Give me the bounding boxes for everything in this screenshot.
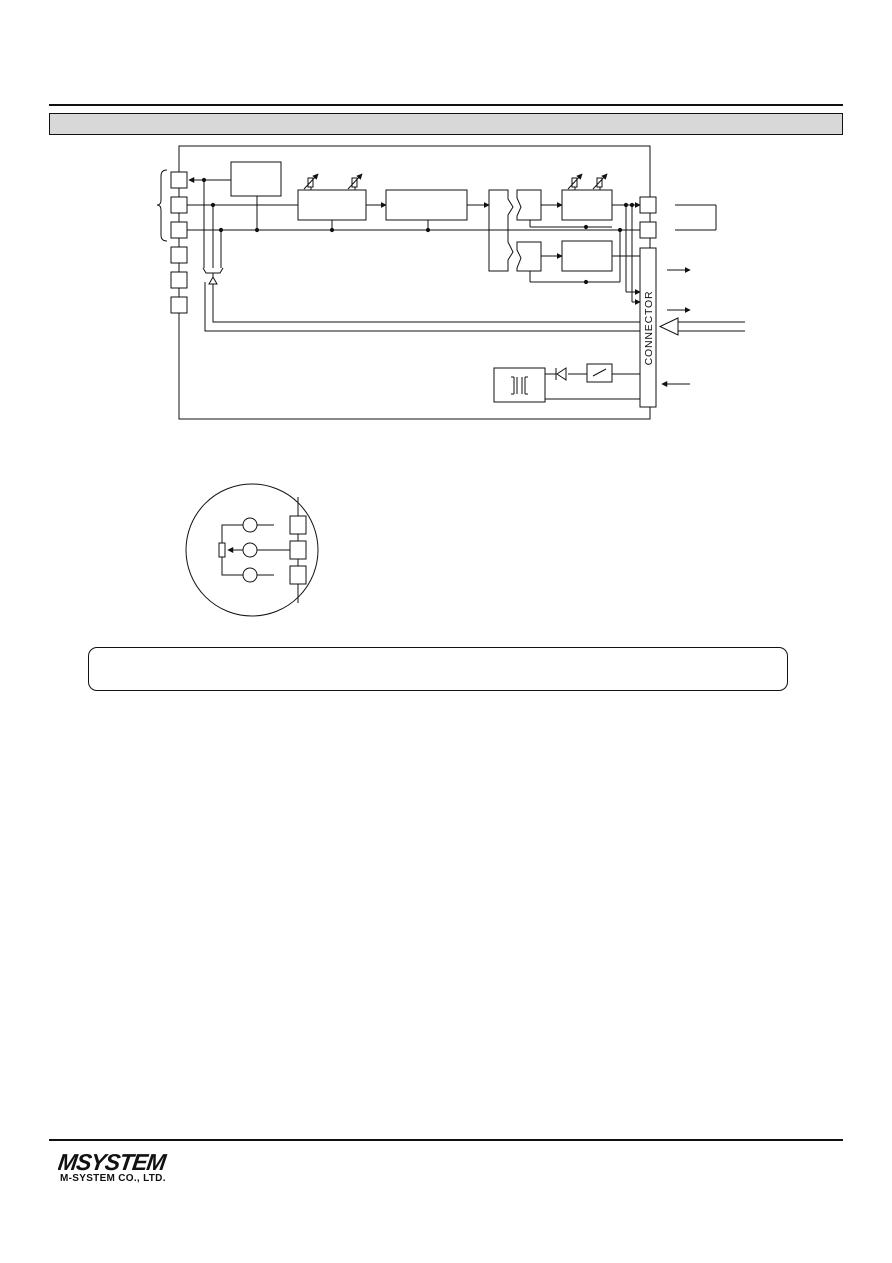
output-zero-adjust-icon <box>567 173 583 190</box>
detail-jack-3 <box>242 567 258 583</box>
caution-box <box>88 647 788 691</box>
company-name: M-SYSTEM CO., LTD. <box>60 1173 166 1184</box>
diode-icon <box>555 367 567 381</box>
connector-label: CONNECTOR <box>643 291 655 366</box>
detail-jack-1 <box>242 517 258 533</box>
detail-terminal-3 <box>289 565 307 585</box>
logo-text: MSYSTEM <box>58 1150 169 1174</box>
switch-icon <box>592 368 607 377</box>
zero-adjust-icon <box>303 173 319 190</box>
span-adjust-icon <box>347 173 363 190</box>
msystem-logo: MSYSTEM <box>58 1150 169 1174</box>
detail-terminal-1 <box>289 515 307 535</box>
detail-terminal-2 <box>289 540 307 560</box>
isolation-right-1 <box>516 189 542 221</box>
input-brace <box>156 169 168 242</box>
amplifier-block <box>297 189 367 221</box>
detail-circle <box>185 483 319 617</box>
output-amplifier-2 <box>561 240 613 272</box>
terminal-7 <box>639 196 657 214</box>
terminal-3 <box>170 221 188 239</box>
section-header-bar <box>49 113 843 135</box>
power-supply-block <box>493 367 546 403</box>
terminal-1 <box>170 171 188 189</box>
excitation-block <box>230 161 282 197</box>
terminal-2 <box>170 196 188 214</box>
transformer-icon <box>511 376 528 395</box>
isolation-left <box>488 189 514 272</box>
output-amplifier-1 <box>561 189 613 221</box>
terminal-8 <box>639 221 657 239</box>
terminal-5 <box>170 271 188 289</box>
terminal-6 <box>170 296 188 314</box>
detail-jack-2 <box>242 542 258 558</box>
switch-box <box>586 363 613 383</box>
output-span-adjust-icon <box>592 173 608 190</box>
connector-bar <box>639 247 657 408</box>
potentiometer-icon <box>218 524 243 576</box>
bottom-rule <box>49 1139 843 1141</box>
terminal-4 <box>170 246 188 264</box>
top-rule <box>49 104 843 106</box>
processing-block <box>385 189 468 221</box>
isolation-right-2 <box>516 241 542 272</box>
